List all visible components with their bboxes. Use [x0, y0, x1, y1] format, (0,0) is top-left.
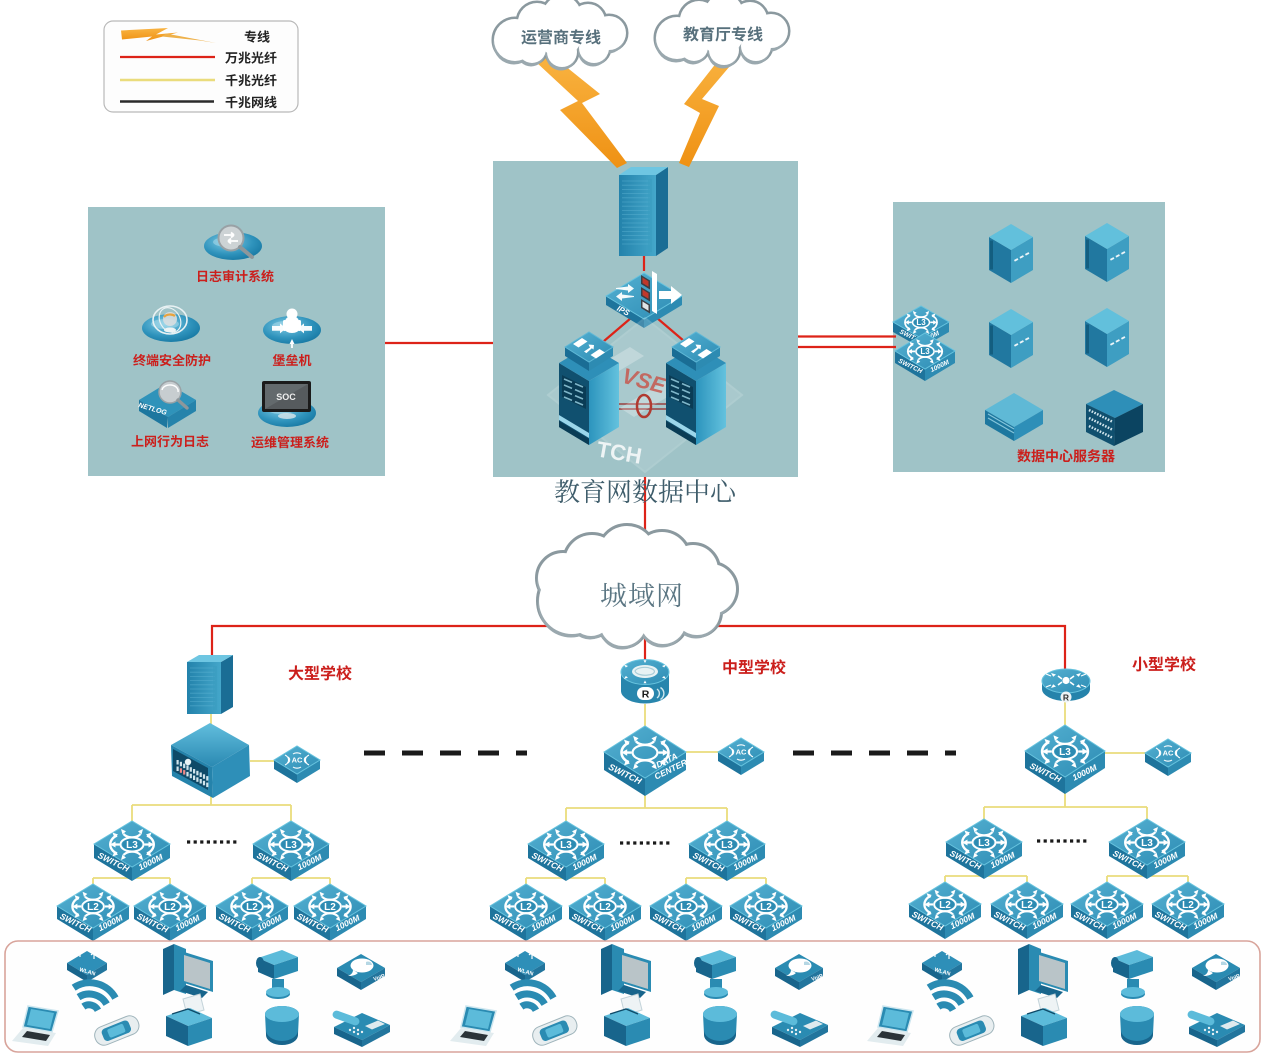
- svg-text:WLAN: WLAN: [933, 967, 951, 977]
- svg-text:L2: L2: [1101, 900, 1113, 911]
- svg-text:L2: L2: [1021, 900, 1033, 911]
- svg-text:L2: L2: [1182, 900, 1194, 911]
- svg-text:L3: L3: [560, 840, 572, 851]
- svg-text:R: R: [1063, 693, 1069, 703]
- svg-text:L2: L2: [680, 902, 692, 913]
- svg-text:VoIP: VoIP: [373, 973, 386, 982]
- svg-text:0M: 0M: [929, 330, 941, 341]
- svg-text:L3: L3: [916, 318, 926, 327]
- svg-text:R: R: [642, 688, 650, 700]
- svg-text:L3: L3: [1141, 838, 1153, 849]
- svg-text:L3: L3: [1059, 747, 1071, 758]
- svg-text:VoIP: VoIP: [811, 973, 824, 982]
- svg-text:WLAN: WLAN: [78, 967, 96, 977]
- svg-text:L2: L2: [599, 902, 611, 913]
- svg-text:L2: L2: [520, 902, 532, 913]
- svg-text:SOC: SOC: [276, 392, 296, 402]
- svg-text:L2: L2: [164, 902, 176, 913]
- svg-text:L2: L2: [939, 900, 951, 911]
- svg-text:L3: L3: [978, 838, 990, 849]
- svg-text:VoIP: VoIP: [1228, 973, 1241, 982]
- svg-text:L3: L3: [920, 347, 930, 356]
- svg-text:AC: AC: [292, 756, 303, 765]
- svg-text:L2: L2: [760, 902, 772, 913]
- svg-text:AC: AC: [1163, 749, 1174, 758]
- svg-text:L2: L2: [87, 902, 99, 913]
- svg-text:AC: AC: [736, 748, 747, 757]
- svg-text:L3: L3: [126, 840, 138, 851]
- svg-text:L3: L3: [721, 840, 733, 851]
- svg-text:WLAN: WLAN: [516, 967, 534, 977]
- svg-text:L2: L2: [246, 902, 258, 913]
- svg-text:L2: L2: [324, 902, 336, 913]
- svg-text:L3: L3: [285, 840, 297, 851]
